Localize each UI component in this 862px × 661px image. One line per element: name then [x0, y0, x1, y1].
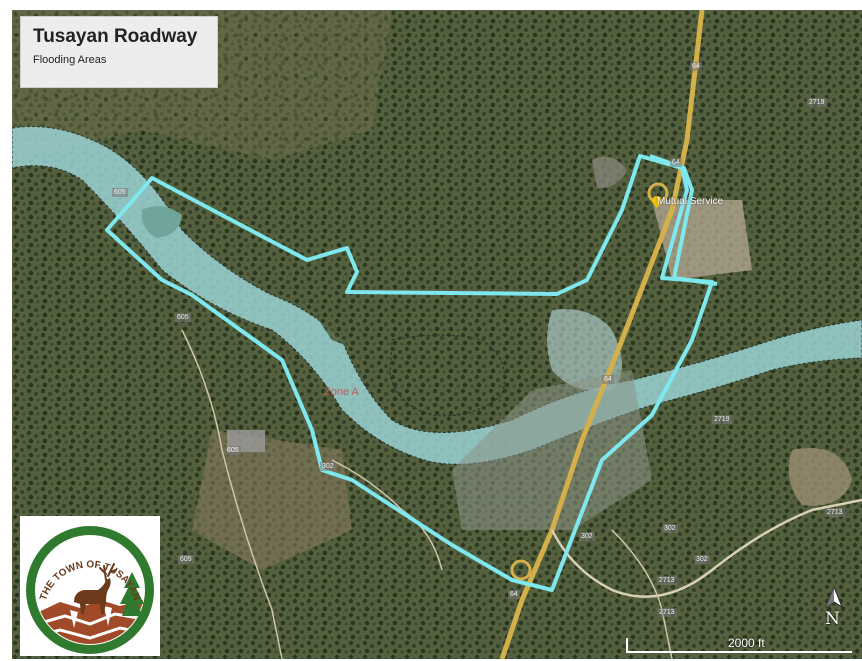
- road-302: [550, 498, 862, 598]
- route-label-64: 64: [508, 590, 520, 599]
- quarry: [788, 448, 852, 506]
- scale-label: 2000 ft: [728, 636, 765, 650]
- route-label-605: 605: [112, 188, 128, 197]
- north-arrow-icon: [824, 585, 844, 609]
- map-subtitle: Flooding Areas: [33, 54, 107, 66]
- route-label-302: 302: [662, 524, 678, 533]
- town-logo: THE TOWN OF TUSAYAN: [20, 516, 160, 656]
- route-label-2713: 2713: [657, 608, 677, 617]
- route-label-2719: 2719: [807, 98, 827, 107]
- road-local: [331, 459, 443, 571]
- scale-bar: [626, 638, 852, 653]
- elk-antlers: [99, 563, 117, 581]
- island: [389, 334, 505, 417]
- urban-area: [452, 370, 652, 530]
- roundabout-south: [510, 559, 532, 581]
- north-arrow: N: [820, 585, 848, 633]
- route-label-64: 64: [690, 62, 702, 71]
- route-label-302: 302: [579, 532, 595, 541]
- route-label-302: 302: [320, 462, 336, 471]
- clearing: [192, 430, 352, 570]
- flood-area: [12, 126, 862, 465]
- route-label-605: 605: [175, 313, 191, 322]
- route-label-64: 64: [670, 158, 682, 167]
- highway-64: [499, 10, 705, 659]
- route-label-2713: 2713: [825, 508, 845, 517]
- route-label-605: 605: [225, 446, 241, 455]
- pond-gray: [592, 156, 627, 189]
- map-title: Tusayan Roadway: [33, 26, 198, 47]
- route-label-605: 605: [178, 555, 194, 564]
- north-label: N: [825, 609, 840, 629]
- location-pin-icon[interactable]: [652, 196, 662, 208]
- town-seal: THE TOWN OF TUSAYAN: [26, 526, 154, 654]
- zone-a-label: Zone A: [324, 386, 359, 398]
- route-label-302: 302: [694, 555, 710, 564]
- elk-icon: [74, 578, 111, 614]
- treatment-pond: [141, 206, 182, 238]
- flood-basin: [547, 309, 622, 391]
- poi-label[interactable]: Mutual Service: [657, 196, 724, 207]
- map-title-box: Tusayan Roadway Flooding Areas: [20, 16, 218, 88]
- route-label-2713: 2713: [657, 576, 677, 585]
- route-label-2719: 2719: [712, 415, 732, 424]
- route-label-64: 64: [602, 375, 614, 384]
- pine-tree-icon: [120, 572, 144, 616]
- road-605: [181, 329, 283, 659]
